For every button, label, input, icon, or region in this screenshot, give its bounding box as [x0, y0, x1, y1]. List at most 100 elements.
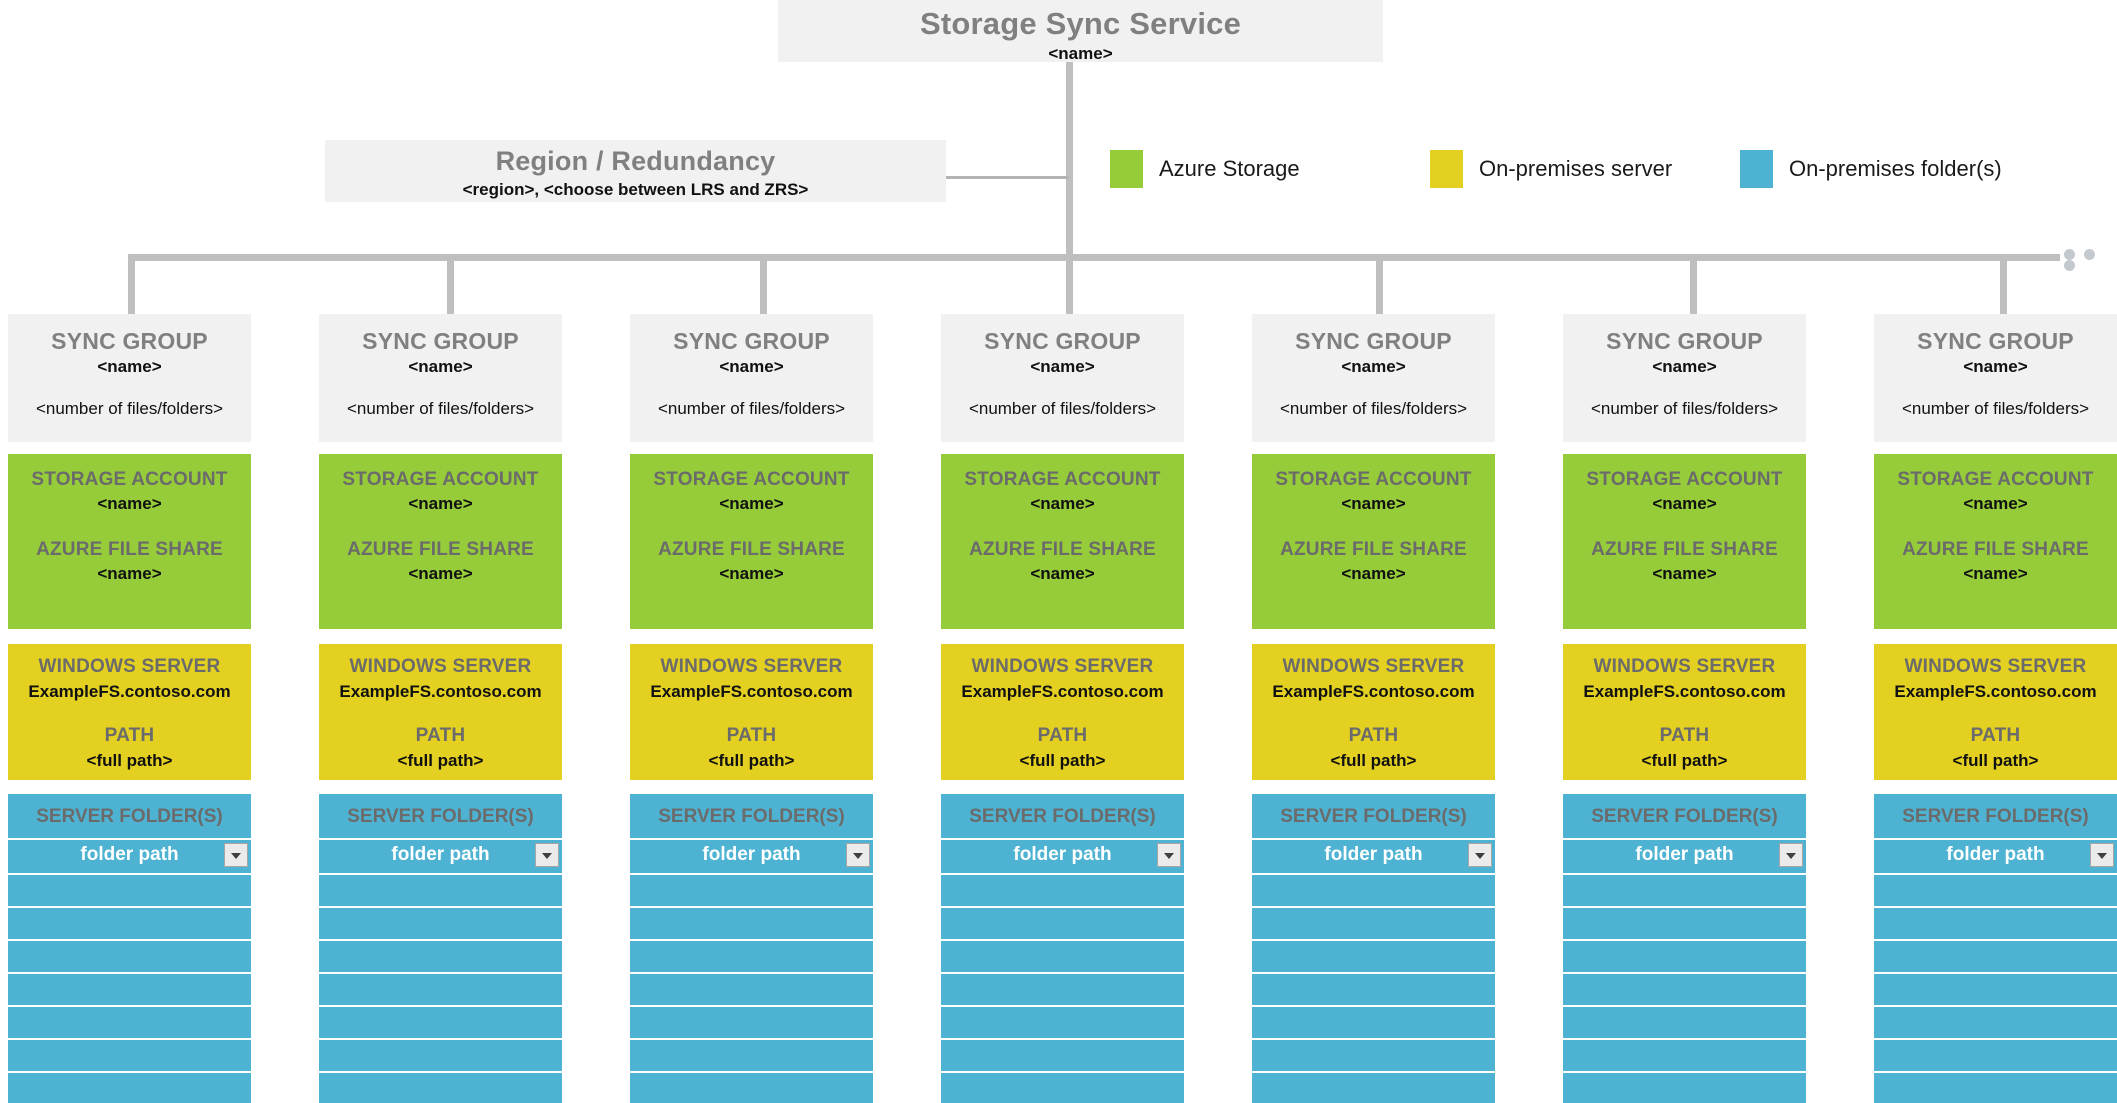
- folder-row[interactable]: [630, 908, 873, 941]
- folder-row[interactable]: [941, 941, 1184, 974]
- folder-row[interactable]: [319, 1007, 562, 1040]
- chevron-down-icon[interactable]: [224, 843, 248, 867]
- azure-storage-panel[interactable]: STORAGE ACCOUNT<name>AZURE FILE SHARE<na…: [630, 454, 873, 629]
- folder-row[interactable]: [941, 974, 1184, 1007]
- folder-row[interactable]: [1563, 1040, 1806, 1073]
- folder-row[interactable]: [1874, 1040, 2117, 1073]
- folder-row[interactable]: [1874, 908, 2117, 941]
- folder-row[interactable]: [1252, 974, 1495, 1007]
- folder-row[interactable]: [8, 1007, 251, 1040]
- folder-row[interactable]: [319, 908, 562, 941]
- folder-row[interactable]: [1252, 941, 1495, 974]
- folder-row[interactable]: [8, 941, 251, 974]
- folder-row[interactable]: [319, 974, 562, 1007]
- folder-row[interactable]: [319, 1040, 562, 1073]
- folder-row[interactable]: [941, 875, 1184, 908]
- azure-storage-panel[interactable]: STORAGE ACCOUNT<name>AZURE FILE SHARE<na…: [8, 454, 251, 629]
- folder-path-dropdown[interactable]: folder path: [1563, 838, 1806, 875]
- folder-row[interactable]: [1252, 1040, 1495, 1073]
- sync-group-panel[interactable]: SYNC GROUP<name><number of files/folders…: [1874, 314, 2117, 442]
- folder-row[interactable]: [630, 1040, 873, 1073]
- sync-group-panel[interactable]: SYNC GROUP<name><number of files/folders…: [319, 314, 562, 442]
- folder-row[interactable]: [941, 1040, 1184, 1073]
- azure-storage-panel[interactable]: STORAGE ACCOUNT<name>AZURE FILE SHARE<na…: [1563, 454, 1806, 629]
- azure-storage-panel[interactable]: STORAGE ACCOUNT<name>AZURE FILE SHARE<na…: [1874, 454, 2117, 629]
- sync-group-panel[interactable]: SYNC GROUP<name><number of files/folders…: [630, 314, 873, 442]
- folder-row[interactable]: [1563, 941, 1806, 974]
- folder-row[interactable]: [1252, 1007, 1495, 1040]
- path-title: PATH: [1037, 725, 1088, 746]
- sync-group-file-count: <number of files/folders>: [1901, 399, 2090, 418]
- folder-row[interactable]: [8, 1040, 251, 1073]
- folder-path-dropdown[interactable]: folder path: [1874, 838, 2117, 875]
- server-folders-panel: SERVER FOLDER(S)folder path: [8, 794, 251, 1103]
- folder-row[interactable]: [8, 974, 251, 1007]
- folder-row[interactable]: [1874, 1073, 2117, 1103]
- azure-file-share-name: <name>: [408, 564, 473, 583]
- azure-storage-panel[interactable]: STORAGE ACCOUNT<name>AZURE FILE SHARE<na…: [941, 454, 1184, 629]
- folder-row[interactable]: [941, 1073, 1184, 1103]
- folder-row[interactable]: [1874, 941, 2117, 974]
- azure-file-share-title: AZURE FILE SHARE: [36, 539, 223, 560]
- sync-group-panel[interactable]: SYNC GROUP<name><number of files/folders…: [941, 314, 1184, 442]
- folder-row[interactable]: [1874, 974, 2117, 1007]
- folder-row[interactable]: [1874, 1007, 2117, 1040]
- folder-row[interactable]: [1563, 875, 1806, 908]
- folder-row[interactable]: [941, 1007, 1184, 1040]
- folder-row[interactable]: [1252, 908, 1495, 941]
- on-premises-folder-swatch: [1740, 150, 1773, 188]
- folder-path-dropdown[interactable]: folder path: [630, 838, 873, 875]
- storage-account-name: <name>: [1652, 494, 1717, 513]
- folder-row[interactable]: [1563, 1007, 1806, 1040]
- sync-group-panel[interactable]: SYNC GROUP<name><number of files/folders…: [8, 314, 251, 442]
- storage-account-title: STORAGE ACCOUNT: [1586, 469, 1783, 490]
- folder-row[interactable]: [1563, 908, 1806, 941]
- folder-row[interactable]: [630, 1073, 873, 1103]
- folder-row[interactable]: [941, 908, 1184, 941]
- sync-group-panel[interactable]: SYNC GROUP<name><number of files/folders…: [1563, 314, 1806, 442]
- chevron-down-icon[interactable]: [1157, 843, 1181, 867]
- azure-storage-panel[interactable]: STORAGE ACCOUNT<name>AZURE FILE SHARE<na…: [1252, 454, 1495, 629]
- folder-row[interactable]: [8, 908, 251, 941]
- folder-row[interactable]: [8, 875, 251, 908]
- sync-group-name: <name>: [1963, 357, 2028, 376]
- windows-server-name: ExampleFS.contoso.com: [28, 682, 231, 701]
- azure-file-share-title: AZURE FILE SHARE: [1902, 539, 2089, 560]
- folder-row[interactable]: [319, 875, 562, 908]
- chevron-down-icon[interactable]: [2090, 843, 2114, 867]
- chevron-down-icon[interactable]: [846, 843, 870, 867]
- folder-row[interactable]: [319, 941, 562, 974]
- folder-row[interactable]: [1563, 1073, 1806, 1103]
- folder-row[interactable]: [319, 1073, 562, 1103]
- folder-path-dropdown[interactable]: folder path: [8, 838, 251, 875]
- folder-path-dropdown[interactable]: folder path: [1252, 838, 1495, 875]
- folder-row[interactable]: [1563, 974, 1806, 1007]
- chevron-down-icon[interactable]: [535, 843, 559, 867]
- folder-row[interactable]: [1252, 875, 1495, 908]
- azure-storage-panel[interactable]: STORAGE ACCOUNT<name>AZURE FILE SHARE<na…: [319, 454, 562, 629]
- folder-row[interactable]: [1252, 1073, 1495, 1103]
- folder-row[interactable]: [630, 875, 873, 908]
- folder-row[interactable]: [8, 1073, 251, 1103]
- folder-row[interactable]: [630, 974, 873, 1007]
- azure-file-share-name: <name>: [1341, 564, 1406, 583]
- azure-file-share-name: <name>: [1963, 564, 2028, 583]
- folder-path-dropdown[interactable]: folder path: [319, 838, 562, 875]
- sync-group-column-7: SYNC GROUP<name><number of files/folders…: [1874, 314, 2117, 1103]
- folder-path-dropdown[interactable]: folder path: [941, 838, 1184, 875]
- folder-row[interactable]: [630, 1007, 873, 1040]
- folder-row[interactable]: [1874, 875, 2117, 908]
- chevron-down-icon[interactable]: [1468, 843, 1492, 867]
- windows-server-title: WINDOWS SERVER: [38, 656, 221, 677]
- chevron-down-icon[interactable]: [1779, 843, 1803, 867]
- storage-sync-service-title: Storage Sync Service: [919, 6, 1242, 41]
- folder-row[interactable]: [630, 941, 873, 974]
- sync-group-panel[interactable]: SYNC GROUP<name><number of files/folders…: [1252, 314, 1495, 442]
